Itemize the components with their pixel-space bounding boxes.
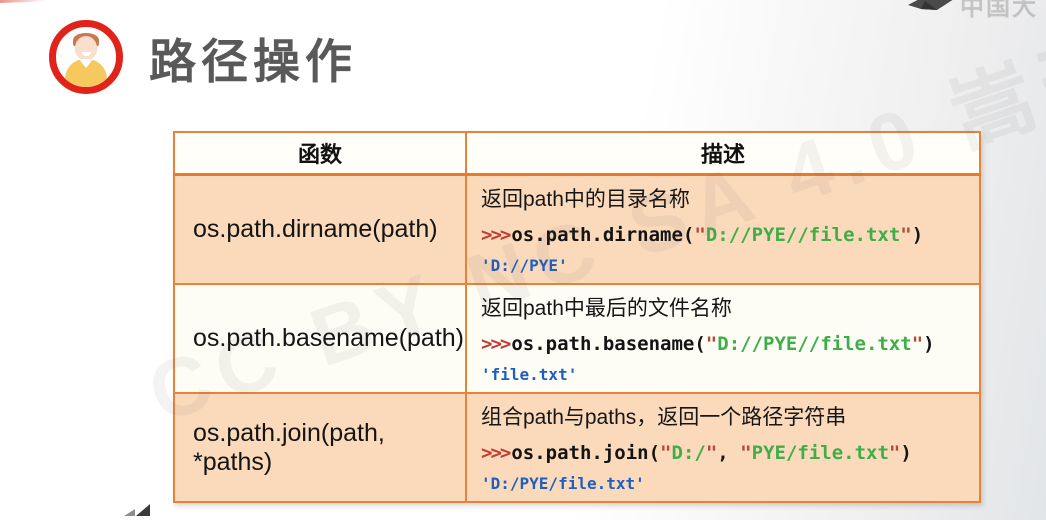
code-segment-string: D:/ — [671, 441, 706, 464]
table-row-basename: os.path.basename(path) 返回path中最后的文件名称 >>… — [173, 283, 981, 394]
function-name: os.path.basename(path) — [173, 283, 467, 394]
platform-logo-text: 中国大 — [960, 0, 1038, 21]
decorative-red-streak — [0, 0, 47, 3]
column-header-function: 函数 — [173, 131, 467, 176]
code-segment-quote: " — [660, 441, 672, 464]
description-cell: 返回path中的目录名称 >>>os.path.dirname("D://PYE… — [465, 173, 981, 285]
description-cell: 组合path与paths，返回一个路径字符串 >>>os.path.join("… — [465, 392, 981, 503]
code-segment-string: PYE/file.txt — [751, 441, 889, 464]
code-segment-plain: ) — [900, 441, 912, 464]
code-segment-quote: " — [705, 332, 718, 355]
code-result: 'D://PYE' — [481, 256, 568, 275]
code-segment-string: D://PYE//file.txt — [717, 332, 912, 355]
function-description: 返回path中的目录名称 — [481, 188, 690, 211]
description-cell: 返回path中最后的文件名称 >>>os.path.basename("D://… — [465, 283, 981, 394]
code-segment-quote: " — [694, 223, 706, 246]
code-segment-quote: " — [911, 332, 924, 355]
table-row-dirname: os.path.dirname(path) 返回path中的目录名称 >>>os… — [173, 173, 981, 285]
code-example: >>>os.path.join("D:/", "PYE/file.txt") — [481, 442, 971, 464]
code-example: >>>os.path.dirname("D://PYE//file.txt") — [481, 224, 971, 246]
code-segment-plain: os.path.basename( — [511, 332, 706, 355]
function-name: os.path.join(path, *paths) — [173, 392, 467, 503]
mooc-logo-icon — [908, 0, 953, 10]
code-segment-string: D://PYE//file.txt — [705, 223, 901, 246]
code-segment-prompt: >>> — [481, 441, 511, 464]
page-title: 路径操作 — [149, 34, 357, 88]
code-segment-plain: , — [717, 441, 741, 464]
code-segment-quote: " — [705, 441, 718, 464]
code-segment-plain: ) — [923, 332, 935, 355]
platform-logo: 中国大 — [908, 0, 1038, 20]
code-segment-plain: os.path.join( — [511, 441, 661, 464]
column-header-description: 描述 — [465, 131, 981, 176]
code-segment-plain: ) — [911, 223, 924, 246]
code-segment-quote: " — [888, 441, 901, 464]
function-description: 返回path中最后的文件名称 — [481, 297, 732, 320]
function-name: os.path.dirname(path) — [173, 173, 467, 285]
code-segment-quote: " — [900, 223, 912, 246]
clipped-bottom-logo — [118, 503, 164, 520]
path-functions-table: 函数 描述 os.path.dirname(path) 返回path中的目录名称… — [173, 131, 981, 503]
code-segment-quote: " — [740, 441, 752, 464]
clipped-logo-icon — [124, 504, 150, 516]
code-segment-prompt: >>> — [481, 332, 511, 355]
code-segment-prompt: >>> — [481, 223, 511, 246]
person-avatar-icon — [49, 20, 123, 94]
function-description: 组合path与paths，返回一个路径字符串 — [481, 406, 847, 429]
code-result: 'D:/PYE/file.txt' — [481, 474, 645, 493]
table-header-row: 函数 描述 — [173, 131, 981, 176]
code-result: 'file.txt' — [481, 365, 578, 384]
title-row: 路径操作 — [49, 20, 357, 94]
table-row-join: os.path.join(path, *paths) 组合path与paths，… — [173, 392, 981, 503]
code-segment-plain: os.path.dirname( — [511, 223, 695, 246]
code-example: >>>os.path.basename("D://PYE//file.txt") — [481, 333, 971, 355]
